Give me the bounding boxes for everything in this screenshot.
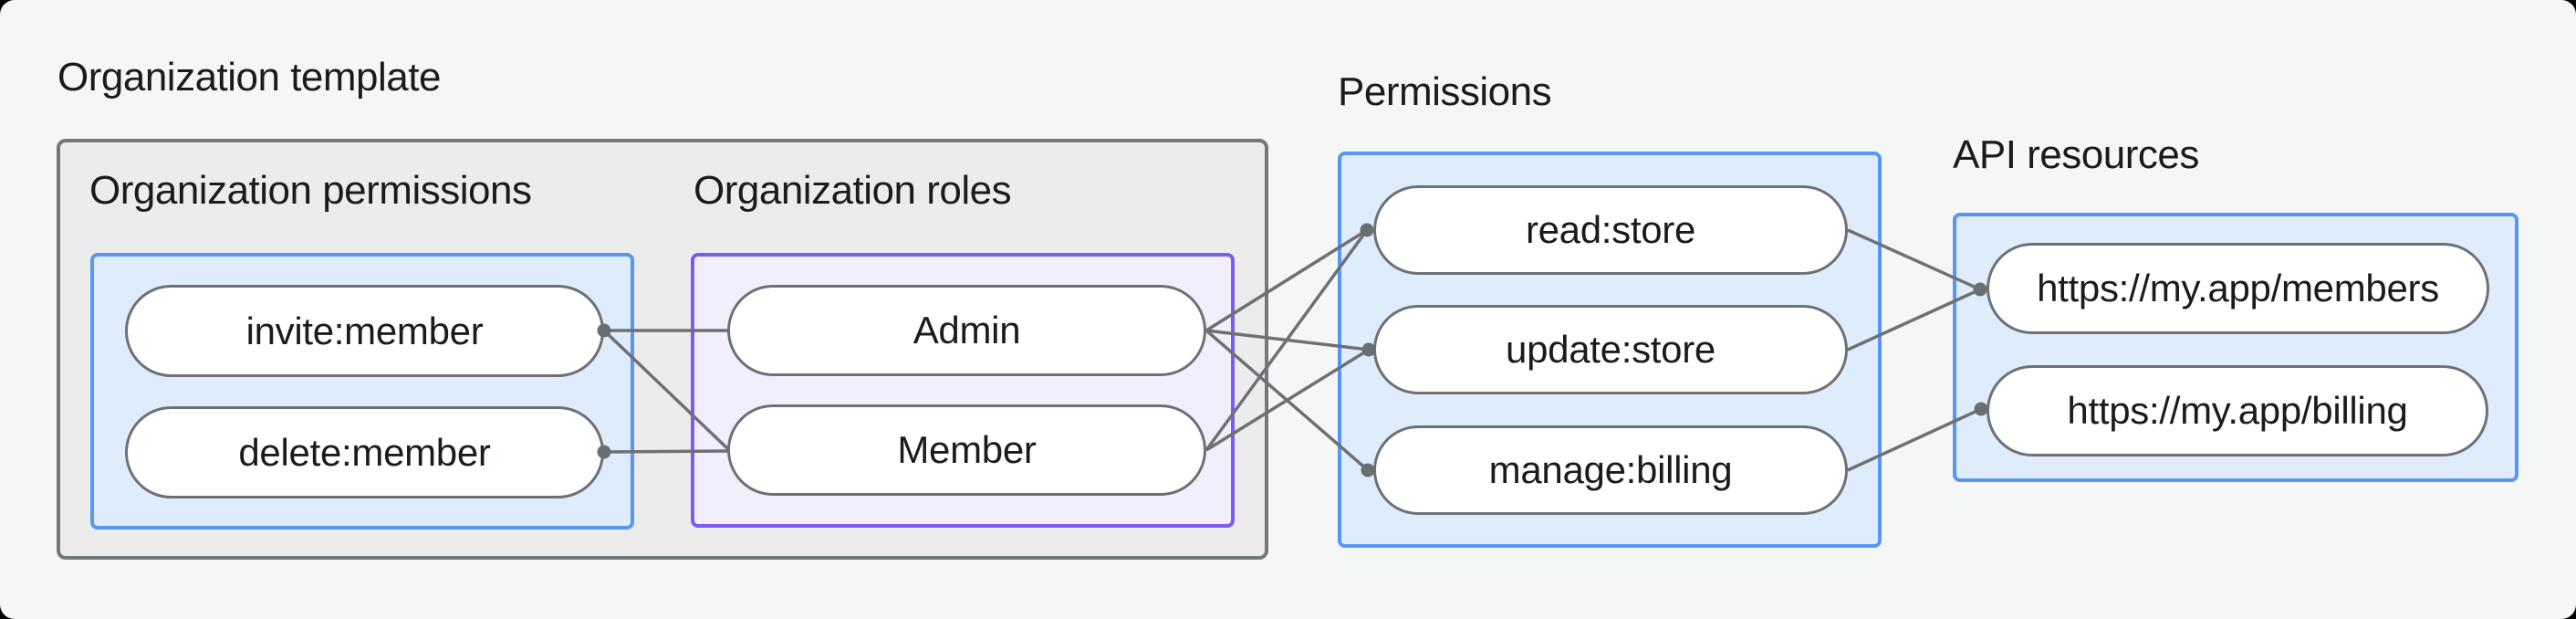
- node-member: Member: [727, 404, 1206, 496]
- org-template-title: Organization template: [57, 55, 441, 100]
- org-permissions-title: Organization permissions: [89, 168, 532, 213]
- node-read-store: read:store: [1373, 185, 1848, 275]
- node-api-billing: https://my.app/billing: [1987, 365, 2488, 456]
- node-delete-member: delete:member: [125, 406, 604, 498]
- api-resources-title: API resources: [1953, 132, 2199, 177]
- node-update-store: update:store: [1373, 305, 1848, 394]
- node-admin: Admin: [727, 285, 1206, 376]
- node-manage-billing: manage:billing: [1373, 425, 1848, 515]
- node-invite-member: invite:member: [125, 285, 604, 377]
- permissions-title: Permissions: [1338, 69, 1552, 114]
- node-api-members: https://my.app/members: [1987, 243, 2489, 334]
- org-roles-title: Organization roles: [694, 168, 1012, 213]
